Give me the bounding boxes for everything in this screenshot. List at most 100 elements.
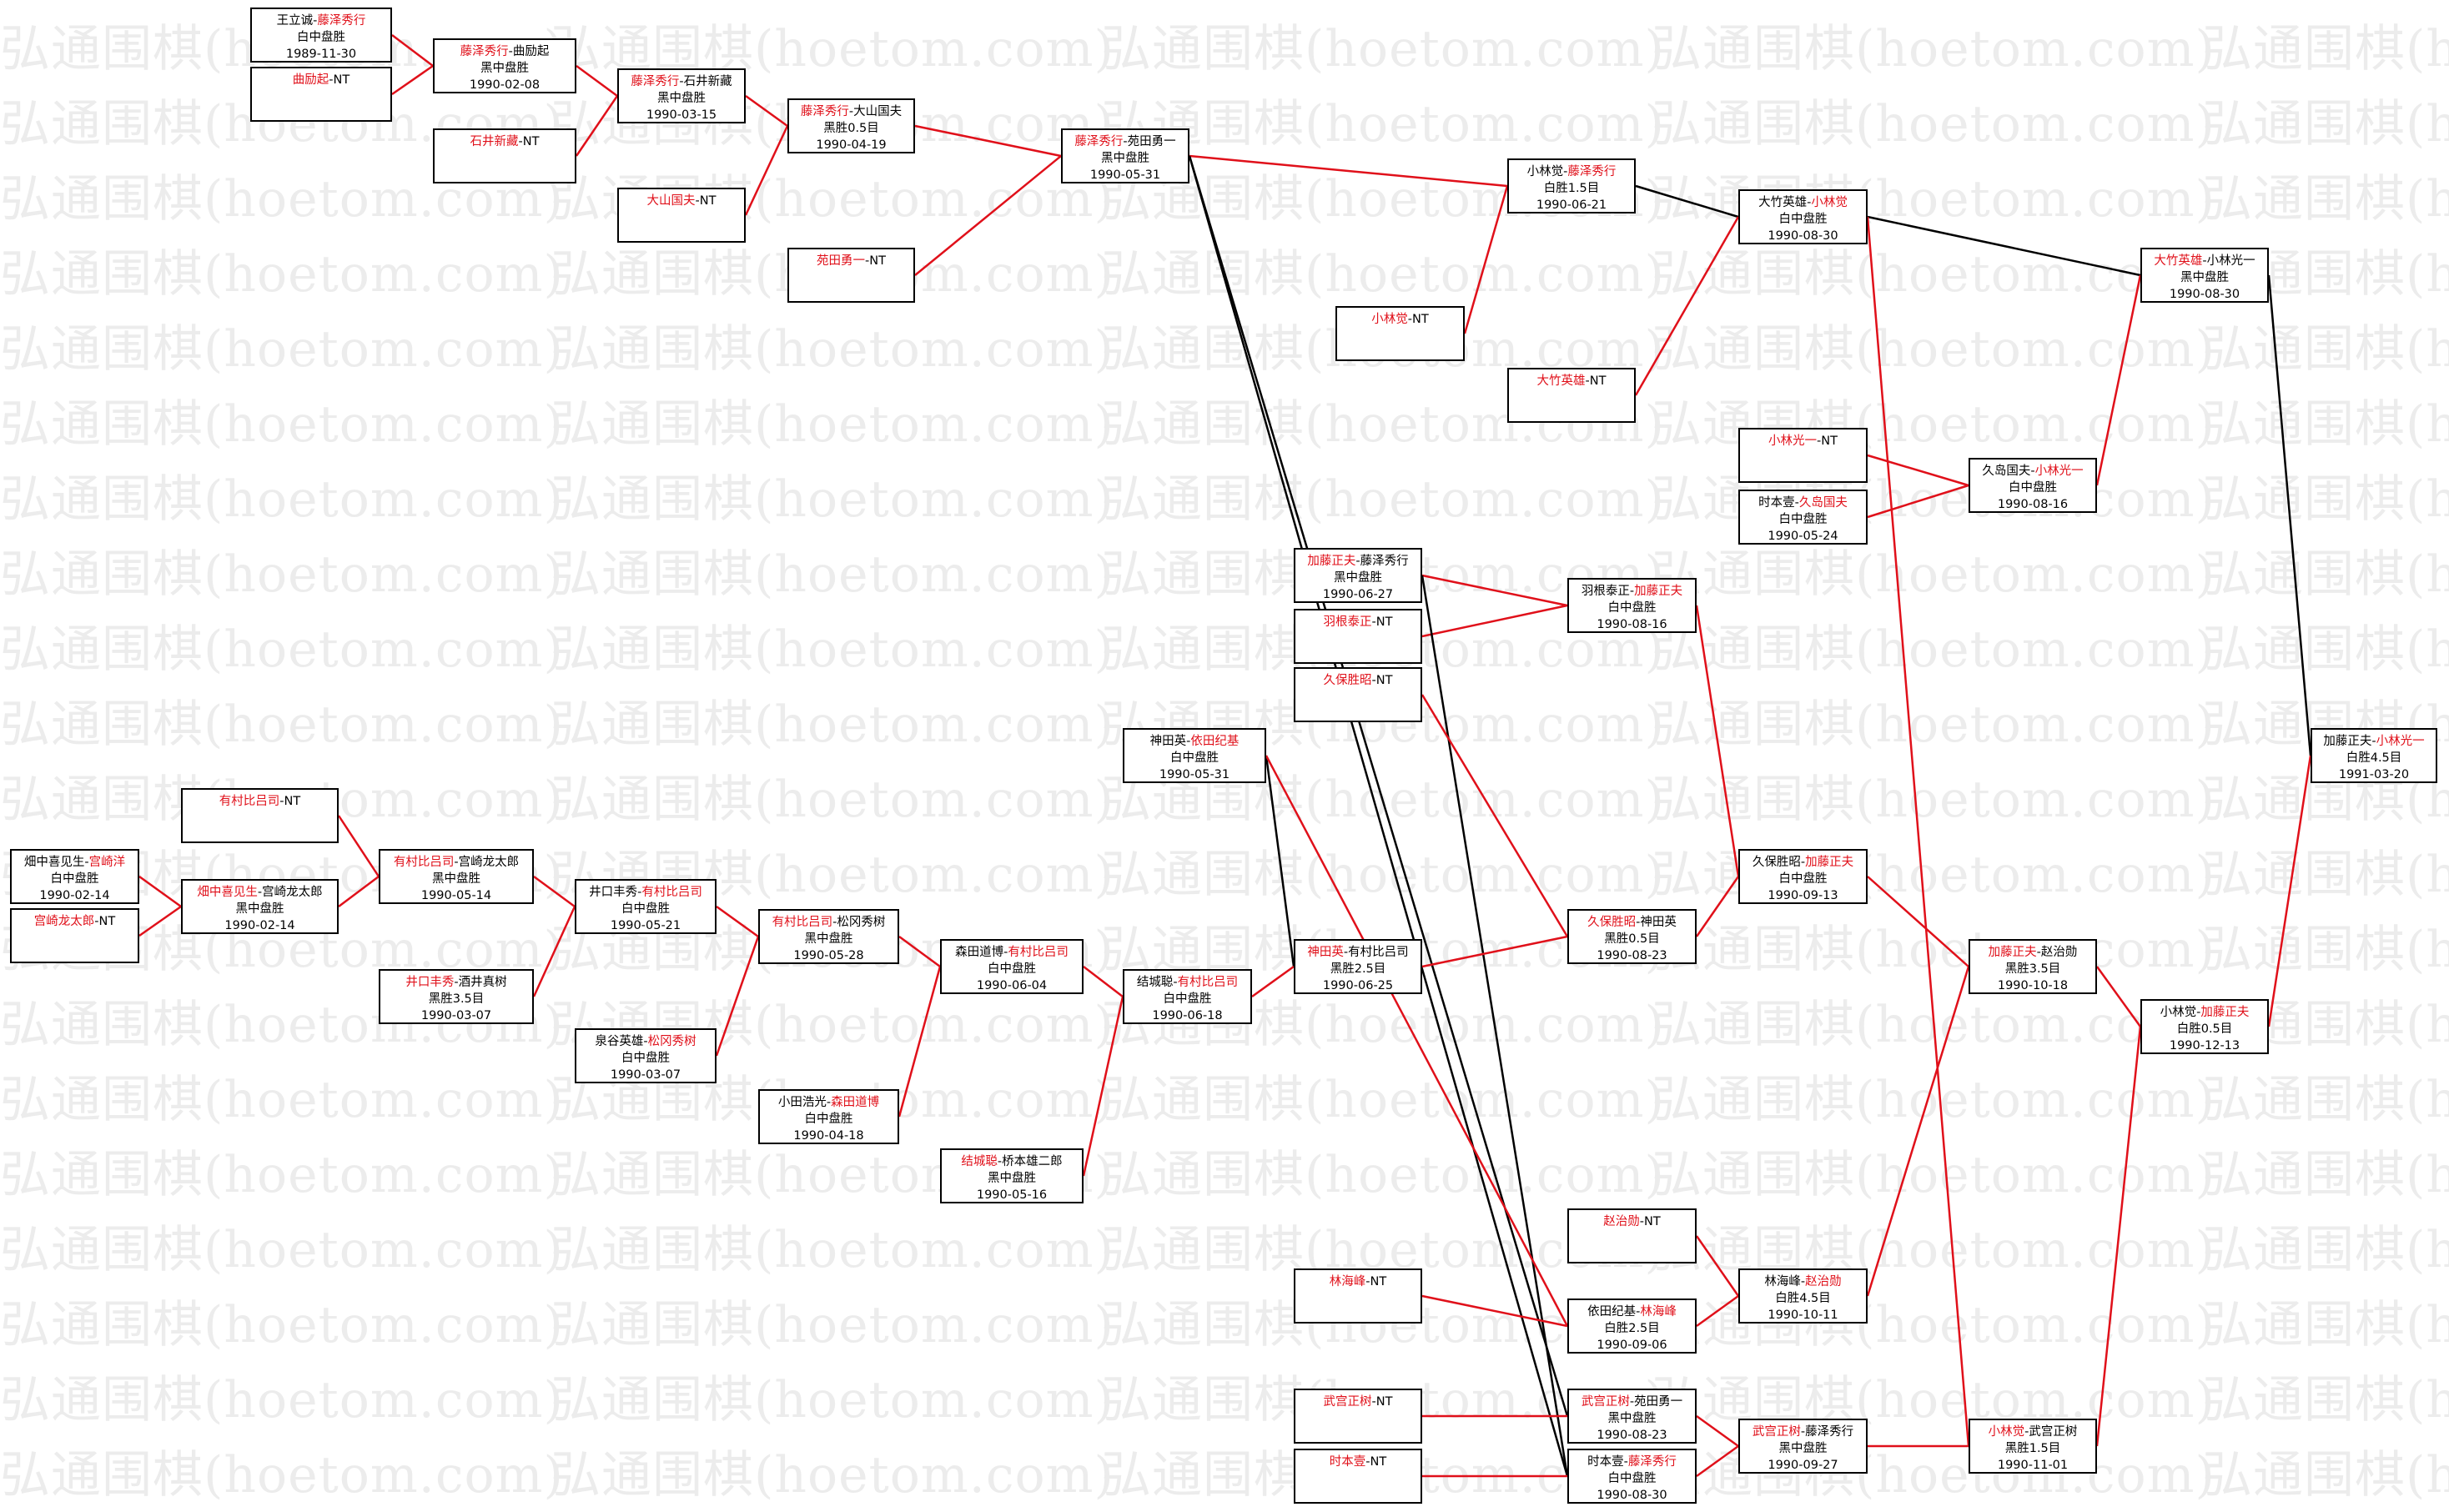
match-date: 1990-05-31 — [1159, 768, 1230, 781]
match-date: 1990-06-18 — [1152, 1009, 1223, 1022]
match-players: 藤泽秀行-石井新藏 — [619, 73, 744, 90]
winner-name: 有村比吕司 — [219, 795, 280, 808]
winner-name: 武宫正树 — [1752, 1425, 1801, 1439]
watermark-text: 弘通围棋(hoetom.com) — [551, 470, 1114, 529]
player-name: -NT — [279, 795, 301, 808]
winner-name: 有村比吕司 — [1008, 946, 1069, 959]
winner-name: 神田英 — [1307, 946, 1344, 959]
player-name: 王立诚- — [276, 14, 318, 28]
watermark-text: 弘通围棋(hoetom.com) — [0, 545, 564, 604]
winner-name: 小林光一 — [2376, 735, 2425, 748]
match-box-xlgy_nt: 小林光一-NT — [1738, 428, 1868, 483]
match-result: 白胜0.5目 — [2176, 1022, 2233, 1036]
watermark-text: 弘通围棋(hoetom.com) — [1101, 245, 1665, 304]
match-result: 黑中盘胜 — [480, 62, 529, 75]
match-players: 结城聪-桥本雄二郎 — [942, 1153, 1082, 1170]
match-box-yc_nt: 有村比吕司-NT — [181, 788, 339, 843]
match-result: 白中盘胜 — [988, 962, 1036, 976]
player-name: -有村比吕司 — [1343, 946, 1409, 959]
match-result: 黑胜0.5目 — [823, 122, 879, 135]
watermark-text: 弘通围棋(hoetom.com) — [2202, 620, 2449, 679]
player-name: -NT — [518, 135, 540, 148]
match-date: 1990-09-06 — [1597, 1339, 1667, 1352]
player-name: -NT — [1371, 1395, 1393, 1409]
player-name: 加藤正夫- — [2323, 735, 2376, 748]
player-name: -松冈秀树 — [832, 916, 886, 929]
watermark-text: 弘通围棋(hoetom.com) — [551, 320, 1114, 379]
player-name: -宫崎龙太郎 — [454, 856, 520, 869]
connector-yc2-sentian1 — [898, 935, 941, 968]
winner-name: 藤泽秀行 — [1627, 1455, 1677, 1469]
watermark-text: 弘通围棋(hoetom.com) — [1101, 1071, 1665, 1129]
connector-shentian1-shentian2 — [1265, 755, 1295, 967]
match-players: 武宫正树-苑田勇一 — [1569, 1394, 1695, 1410]
connector-wugong1-wugong2 — [1696, 1414, 1739, 1448]
match-result: 黑中盘胜 — [804, 932, 853, 946]
match-players: 小林觉-藤泽秀行 — [1509, 163, 1634, 180]
match-players: 小林觉-NT — [1337, 311, 1463, 328]
winner-name: 有村比吕司 — [1177, 976, 1239, 989]
watermark-text: 弘通围棋(hoetom.com) — [1101, 20, 1665, 78]
winner-name: 藤泽秀行 — [1074, 135, 1124, 148]
connector-dashan-fz3 — [744, 125, 789, 216]
match-box-qu: 曲励起-NT — [250, 67, 392, 122]
player-name: -NT — [1365, 1275, 1387, 1288]
winner-name: 小林觉 — [1371, 313, 1408, 326]
match-result: 白中盘胜 — [804, 1113, 853, 1126]
match-date: 1990-12-13 — [2169, 1039, 2240, 1052]
winner-name: 有村比吕司 — [393, 856, 455, 869]
match-box-shijing: 石井新藏-NT — [433, 128, 576, 183]
connector-jiubao2-jt2 — [1867, 876, 1969, 967]
match-box-zhao_nt: 赵治勋-NT — [1567, 1208, 1697, 1263]
player-name: -NT — [329, 73, 350, 87]
match-players: 大竹英雄-小林觉 — [1740, 194, 1866, 211]
watermark-text: 弘通围棋(hoetom.com) — [0, 245, 564, 304]
winner-name: 赵治勋 — [1603, 1215, 1640, 1228]
player-name: 井口丰秀- — [589, 886, 642, 899]
match-players: 曲励起-NT — [252, 72, 390, 88]
connector-xljnt-xl1 — [1463, 185, 1509, 334]
match-result: 黑胜1.5目 — [2004, 1442, 2061, 1455]
match-players: 林海峰-NT — [1295, 1273, 1421, 1290]
watermark-text: 弘通围棋(hoetom.com) — [0, 1221, 564, 1279]
match-result: 白胜1.5目 — [1543, 182, 1600, 195]
winner-name: 武宫正树 — [1581, 1395, 1630, 1409]
match-players: 大竹英雄-NT — [1509, 373, 1634, 389]
watermark-text: 弘通围棋(hoetom.com) — [1652, 1146, 2215, 1204]
match-result: 白中盘胜 — [2009, 481, 2057, 495]
winner-name: 曲励起 — [292, 73, 329, 87]
connector-xl3-final — [2267, 755, 2312, 1027]
match-result: 黑胜2.5目 — [1330, 962, 1386, 976]
watermark-text: 弘通围棋(hoetom.com) — [0, 1296, 564, 1354]
match-players: 森田道博-有村比吕司 — [942, 944, 1082, 961]
winner-name: 小林光一 — [1768, 435, 1818, 448]
connector-xl1-dzh1 — [1635, 184, 1739, 219]
match-players: 时本壹-久岛国夫 — [1740, 495, 1866, 511]
match-players: 石井新藏-NT — [435, 133, 575, 150]
match-players: 羽根泰正-加藤正夫 — [1569, 583, 1695, 600]
watermark-text: 弘通围棋(hoetom.com) — [2202, 921, 2449, 979]
winner-name: 小林觉 — [1811, 196, 1848, 209]
watermark-text: 弘通围棋(hoetom.com) — [1652, 95, 2215, 153]
match-result: 白中盘胜 — [1778, 213, 1828, 226]
match-players: 小林光一-NT — [1740, 433, 1866, 450]
watermark-text: 弘通围棋(hoetom.com) — [0, 620, 564, 679]
connector-yuantian-fz4 — [914, 155, 1062, 276]
watermark-text: 弘通围棋(hoetom.com) — [0, 1146, 564, 1204]
connector-shiben2-wugong2 — [1696, 1444, 1739, 1478]
watermark-text: 弘通围棋(hoetom.com) — [0, 1071, 564, 1129]
match-date: 1990-05-16 — [976, 1188, 1048, 1202]
connector-yitian1-lin1 — [1696, 1294, 1739, 1328]
winner-name: 藤泽秀行 — [1567, 165, 1617, 178]
player-name: 久保胜昭- — [1752, 856, 1806, 869]
